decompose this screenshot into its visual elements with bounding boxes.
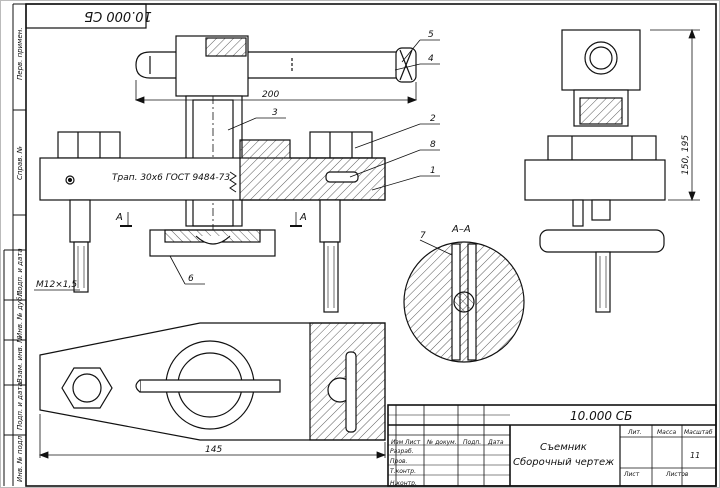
tb-header-0: Изм	[391, 439, 404, 446]
strip-label-6: Инв. № подл.	[16, 434, 24, 482]
title-name-1: Съемник	[540, 442, 587, 453]
strip-label-0: Перв. примен.	[16, 27, 24, 80]
tb-header-3: Подп.	[463, 439, 481, 446]
dimension-200	[134, 80, 418, 104]
strip-label-5: Подп. и дата	[16, 382, 24, 430]
dim-200-text: 200	[262, 90, 279, 100]
tb-sheet-0: Лист	[623, 471, 640, 478]
tb-header-2: № докум.	[426, 439, 457, 446]
tb-right-header-0: Лит.	[627, 429, 642, 436]
section-mark-left: А	[115, 212, 123, 223]
callout-7: 7	[420, 231, 426, 241]
dim-150-195-text: 150, 195	[681, 135, 691, 175]
tb-role-1: Пров.	[390, 458, 408, 465]
strip-label-1: Справ. №	[16, 146, 24, 180]
tb-role-2: Т.контр.	[390, 468, 416, 475]
tb-role-4: Н.контр.	[390, 480, 417, 487]
title-block	[387, 404, 717, 487]
callout-3: 3	[272, 108, 278, 118]
tb-header-4: Дата	[487, 439, 504, 446]
tb-right-header-1: Масса	[657, 429, 676, 436]
dim-145-text: 145	[205, 445, 222, 455]
title-name-2: Сборочный чертеж	[513, 456, 614, 468]
callout-8: 8	[430, 140, 436, 150]
tb-sheet-count: 11	[690, 451, 700, 460]
tb-header-1: Лист	[404, 439, 421, 446]
tb-right-header-2: Масштаб	[684, 429, 713, 436]
callout-leaders	[169, 39, 440, 285]
metric-thread-label: M12×1,5	[36, 280, 77, 290]
strip-label-2: Подп. и дата	[16, 248, 24, 296]
thread-label: Трап. 30х6 ГОСТ 9484-73	[112, 173, 230, 183]
front-view	[39, 35, 417, 313]
tb-sheet-1: Листов	[665, 471, 689, 478]
callout-4: 4	[428, 54, 434, 64]
side-view	[524, 29, 666, 313]
section-aa	[403, 239, 525, 363]
dimension-150-195	[650, 28, 700, 202]
tb-role-0: Разраб.	[390, 448, 414, 455]
callout-1: 1	[430, 166, 436, 176]
plan-view	[39, 322, 386, 441]
inner-frame	[25, 3, 717, 487]
code-rotated-text: 10.000 СБ	[84, 8, 152, 23]
callout-5: 5	[428, 30, 434, 40]
section-label: А–А	[451, 224, 471, 235]
dimension-145	[38, 414, 387, 459]
title-code: 10.000 СБ	[570, 409, 632, 423]
callout-2: 2	[430, 114, 436, 124]
left-strip: Перв. примен. Справ. № Подп. и дата Инв.…	[3, 3, 26, 486]
callout-6: 6	[188, 274, 194, 284]
section-mark-right: А	[299, 212, 307, 223]
strip-label-3: Инв. № дубл.	[16, 290, 24, 338]
strip-label-4: Взам. инв. №	[16, 335, 24, 383]
code-box-rotated: 10.000 СБ	[25, 3, 152, 29]
